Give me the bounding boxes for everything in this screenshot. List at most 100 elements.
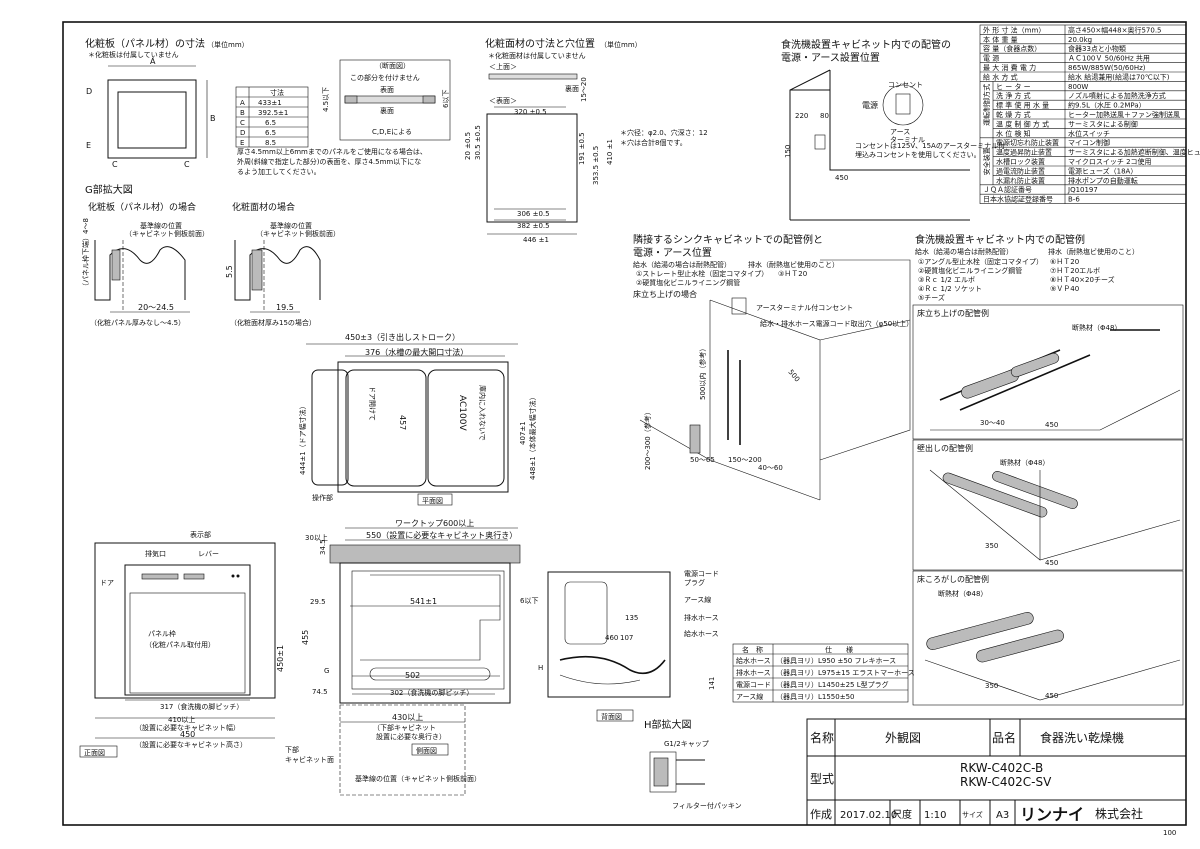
spec-key-6: ヒ ー タ ー <box>996 82 1031 91</box>
dim-b-label: B <box>210 114 216 123</box>
title-model-1: RKW-C402C-B <box>960 761 1043 775</box>
spec-key-8: 標 準 使 用 水 量 <box>996 101 1049 110</box>
side-d745: 74.5 <box>312 688 328 696</box>
spec-value-6: 800W <box>1068 83 1088 91</box>
title-product-value: 食器洗い乾燥機 <box>1040 730 1124 745</box>
table-header: 寸法 <box>270 88 284 97</box>
case1-d30-40: 30～40 <box>980 419 1005 427</box>
spec-value-12: マイコン制御 <box>1068 138 1110 147</box>
earth-label: アース <box>890 128 910 136</box>
g-detail-section: G部拡大図 化粧板（パネル材）の場合 化粧面材の場合 基準線の位置 （キャビネッ… <box>81 183 340 327</box>
parts-header-spec: 仕 様 <box>825 645 853 654</box>
panel-dims-note: ＊化粧板は付属していません <box>88 50 179 59</box>
power-d80: 80 <box>820 112 829 120</box>
plan-body <box>337 361 509 493</box>
plan-sticker-2: AC100V <box>457 395 467 431</box>
side-worktop: ワークトップ600以上 <box>395 519 474 528</box>
outlet-label: コンセント <box>888 81 923 89</box>
sink-title-2: 電源・アース位置 <box>633 246 712 259</box>
dim-d-label: D <box>86 87 92 96</box>
side-d502: 502 <box>405 671 420 680</box>
sink-d500: 500 <box>786 368 801 383</box>
section-box <box>339 59 451 141</box>
side-d455: 455 <box>301 630 310 645</box>
face-back-label: 裏面 <box>565 84 579 93</box>
face-d306: 306 ±0.5 <box>517 210 550 218</box>
panel-outline <box>107 79 197 159</box>
g-right-ref: 基準線の位置 <box>270 221 312 230</box>
case2-d350: 350 <box>985 542 998 550</box>
company-suffix: 株式会社 <box>1095 806 1143 821</box>
section-dim-45: 4.5以下 <box>322 87 330 112</box>
rear-d107: 107 <box>620 634 633 642</box>
spec-key-7: 洗 浄 方 式 <box>996 91 1031 100</box>
plan-label: 平面図 <box>422 497 443 505</box>
case2-pipe <box>942 472 1048 518</box>
sink-d50-65: 50～65 <box>690 456 715 464</box>
spec-group-2: 安全装置 <box>982 147 991 175</box>
case-floor-roll-label: 床ころがしの配管例 <box>917 574 989 584</box>
front-label: 正面図 <box>84 749 105 757</box>
front-cabinet <box>94 542 276 699</box>
spec-value-5: 給水 給湯兼用(給湯は70℃以下) <box>1068 72 1170 81</box>
spec-value-16: 排水ポンプの自動運転 <box>1068 176 1138 185</box>
dim-c-left: C <box>112 160 118 169</box>
panel-note-1: 厚さ4.5mm以上6mmまでのパネルをご使用になる場合は、 <box>237 147 427 156</box>
power-d220: 220 <box>795 112 808 120</box>
face-dims-note: ＊化粧面材は付属していません <box>488 51 586 60</box>
company-logo: リンナイ <box>1020 805 1084 824</box>
row-d-val: 6.5 <box>265 129 276 137</box>
spec-key-10: 温 度 制 御 方 式 <box>996 119 1049 128</box>
side-ref: 基準線の位置（キャビネット側板前面） <box>355 774 481 783</box>
front-door-label: ドア <box>100 579 114 587</box>
plan-view-section: 450±3（引き出しストローク） 376（水槽の最大開口寸法） 457 ドア開け… <box>298 332 537 506</box>
spec-key-15: 過電流防止装置 <box>996 166 1045 175</box>
case2-d450: 450 <box>1045 559 1058 567</box>
case-floor-roll-box <box>912 570 1184 706</box>
dim-c-right: C <box>184 160 190 169</box>
case1-d450: 450 <box>1045 421 1058 429</box>
rear-body <box>547 571 671 698</box>
face-d305: 30.5 ±0.5 <box>474 125 482 160</box>
front-lever-label: レバー <box>198 550 219 558</box>
g-right-profile <box>234 240 321 301</box>
rear-h-mark: H <box>538 664 543 672</box>
spec-value-14: マイクロスイッチ 2コ使用 <box>1068 157 1152 166</box>
rear-drain-label: 排水ホース <box>684 613 719 622</box>
sink-piping-section: 隣接するシンクキャビネットでの配管例と 電源・アース位置 給水（給湯の場合は耐熱… <box>633 233 913 501</box>
sink-pipe-3 <box>689 424 701 454</box>
face-top-view <box>488 73 578 80</box>
sink-d500max: 500以内（参考） <box>698 345 707 400</box>
cabinet-power-title-1: 食洗機設置キャビネット内での配管の <box>781 38 951 51</box>
front-display <box>231 574 235 578</box>
side-view-section: ワークトップ600以上 550（設置に必要なキャビネット奥行き） 30以上 34… <box>301 519 538 796</box>
spec-key-14: 水槽ロック装置 <box>996 157 1045 166</box>
plan-d457: 457 <box>398 415 407 430</box>
panel-note-2: 外周(斜線で指定した部分)の表面を、厚さ4.5mm以下にな <box>237 157 421 166</box>
case-wall-label: 壁出しの配管例 <box>917 443 973 453</box>
spec-key-17: ＪＱＡ認証番号 <box>983 185 1032 194</box>
plan-op-label: 操作部 <box>312 493 333 502</box>
spec-key-0: 外 形 寸 法（mm） <box>983 25 1045 34</box>
spec-key-4: 最 大 消 費 電 力 <box>983 63 1036 72</box>
face-dims-section: 化粧面材の寸法と穴位置 （単位mm） ＊化粧面材は付属していません ＜上面＞ 裏… <box>464 37 708 244</box>
dim-a-label: A <box>150 57 156 66</box>
face-d3535: 353.5 ±0.5 <box>592 146 600 185</box>
inside-supply-label: 給水（給湯の場合は耐熱配管） <box>915 247 1013 256</box>
sink-item-1: ①ストレート型止水栓（固定コマタイプ） <box>636 269 768 278</box>
parts-row-4-spec: （器具ヨリ）L1550±50 <box>776 693 855 701</box>
title-model-label: 型式 <box>810 772 834 786</box>
g-left-hdim: 20～24.5 <box>138 303 174 312</box>
parts-row-2-name: 排水ホース <box>736 668 771 677</box>
face-d1520: 15～20 <box>580 77 588 102</box>
section-label: （断面図） <box>375 61 410 70</box>
sink-supply-label: 給水（給湯の場合は耐熱配管） <box>633 260 731 269</box>
face-d191: 191 ±0.5 <box>578 132 586 165</box>
spec-value-1: 20.0kg <box>1068 36 1092 44</box>
parts-row-1-name: 給水ホース <box>736 656 771 665</box>
plan-d407: 407±1 <box>519 421 527 445</box>
front-vent <box>141 573 179 580</box>
inside-item-3: ③Ｒｃ 1/2 エルボ <box>918 276 975 284</box>
section-dim-6: 6以下 <box>442 90 450 108</box>
